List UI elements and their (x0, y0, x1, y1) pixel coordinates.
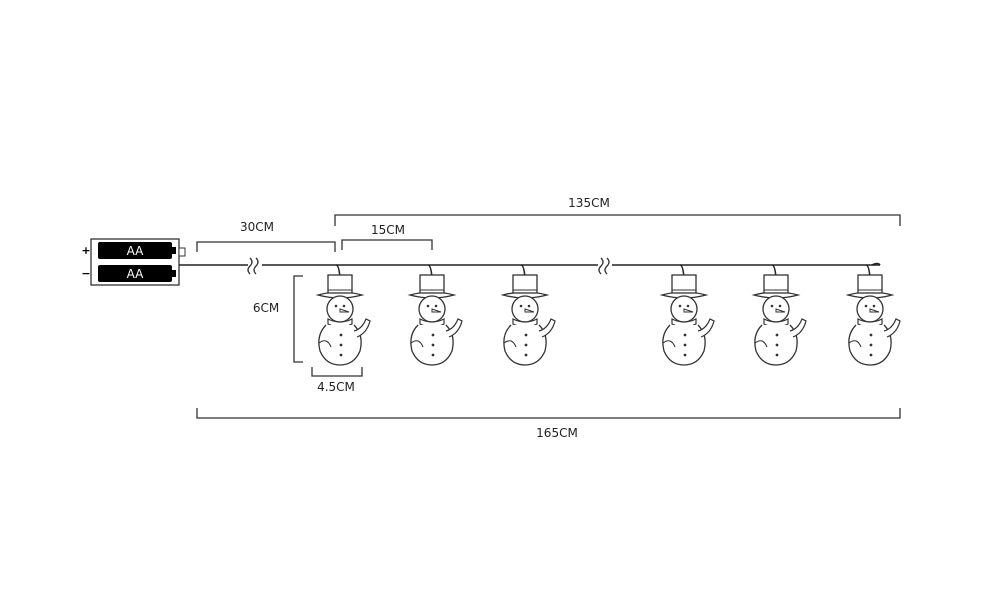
wire-break-marker-2 (598, 257, 610, 275)
wire-break-marker-1 (247, 257, 259, 275)
light-6 (847, 264, 901, 366)
light-4 (661, 264, 715, 366)
battery-cell-1 (98, 242, 172, 259)
battery-cell-2 (98, 265, 172, 282)
minus-sign: − (81, 267, 90, 280)
battery-cell-2-label: AA (127, 267, 145, 281)
main-wire (179, 257, 881, 275)
dimension-light-height-label: 6CM (253, 301, 279, 315)
lights (317, 264, 901, 366)
dimension-spacing: 15CM (341, 223, 433, 250)
dimension-spacing-label: 15CM (371, 223, 405, 237)
dimension-light-section-label: 135CM (568, 196, 610, 210)
dimension-lead-wire-label: 30CM (240, 220, 274, 234)
snowman-icon (847, 274, 901, 366)
dimension-light-height: 6CM (253, 275, 303, 363)
dimension-total-length-label: 165CM (536, 426, 578, 440)
plus-sign: + (81, 244, 90, 257)
dimension-lead-wire: 30CM (196, 220, 336, 252)
battery-box: AA AA + − (81, 238, 186, 286)
snowman-icon (661, 274, 715, 366)
light-1 (317, 264, 371, 366)
snowman-icon (317, 274, 371, 366)
dimension-light-section: 135CM (334, 196, 901, 226)
dimension-light-width: 4.5CM (311, 367, 363, 394)
snowman-icon (409, 274, 463, 366)
dimension-total-length: 165CM (196, 408, 901, 440)
battery-cell-1-label: AA (127, 244, 145, 258)
snowman-icon (753, 274, 807, 366)
light-2 (409, 264, 463, 366)
light-3 (502, 264, 556, 366)
dimension-light-width-label: 4.5CM (317, 380, 355, 394)
light-5 (753, 264, 807, 366)
snowman-icon (502, 274, 556, 366)
